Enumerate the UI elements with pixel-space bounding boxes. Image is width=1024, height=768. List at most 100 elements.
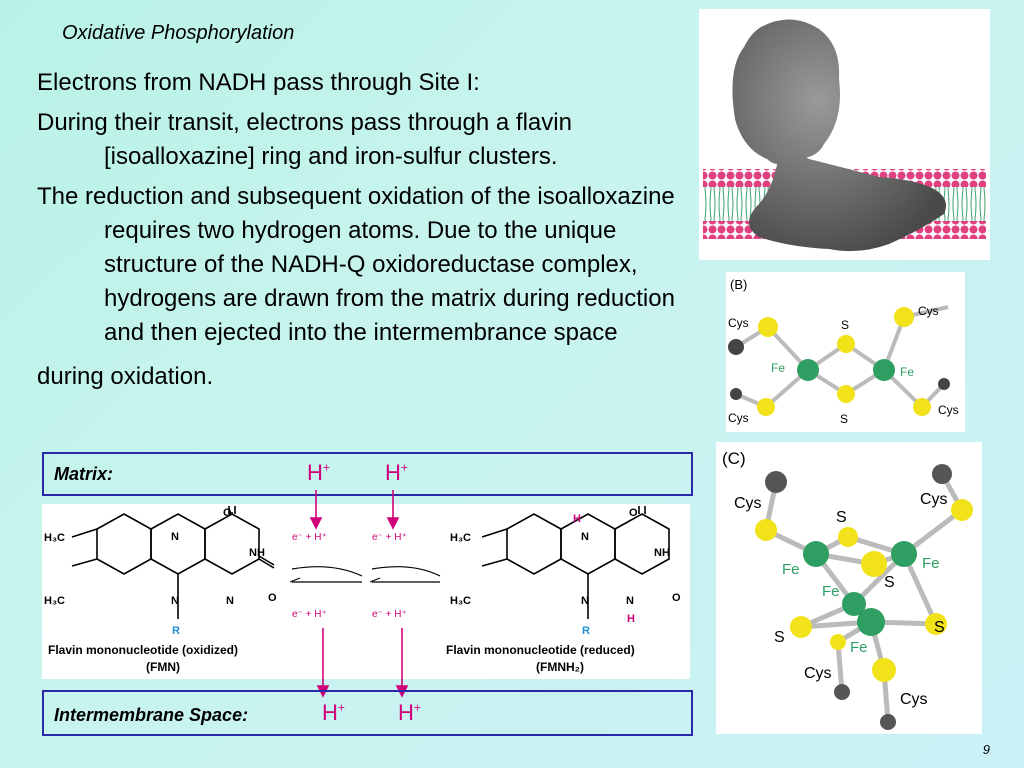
c-fe-atom-3 <box>842 592 866 616</box>
s-atom-2 <box>894 307 914 327</box>
fmnh2-h-bottom: H <box>627 613 635 625</box>
matrix-proton-1: H+ <box>307 460 330 485</box>
cys-label-4: Cys <box>938 403 959 417</box>
c-cys-cap-1 <box>765 471 787 493</box>
e-pair-top-2: e⁻ + H⁺ <box>372 532 407 543</box>
c-cys-label-3: Cys <box>804 665 832 682</box>
c-fe-label-3: Fe <box>822 583 840 600</box>
c-cys-cap-4 <box>880 714 896 730</box>
fmnh2-name-line1: Flavin mononucleotide (reduced) <box>446 643 635 657</box>
cluster-c-diagram: (C) Cys Cys Cys <box>722 449 973 730</box>
s-atom-1 <box>758 317 778 337</box>
page-number: 9 <box>982 742 990 757</box>
e-pair-bottom-1: e⁻ + H⁺ <box>292 609 327 620</box>
bullet-3-text: The reduction and subsequent oxidation o… <box>37 183 675 346</box>
c-cys-label-4: Cys <box>900 691 928 708</box>
c-s-atom-bottom <box>872 658 896 682</box>
fe-label-left: Fe <box>771 361 785 375</box>
cluster-b-diagram: (B) Cys Cys Cys Cys S S Fe <box>728 277 959 426</box>
slide-title: Oxidative Phosphorylation <box>62 22 295 44</box>
cys-cap-3 <box>730 388 742 400</box>
cys-label-2: Cys <box>918 304 939 318</box>
complex-i-blob <box>732 19 947 252</box>
c-cys-label-1: Cys <box>734 495 762 512</box>
c-s-atom-top <box>838 527 858 547</box>
c-s-atom-right <box>925 613 947 635</box>
intermembrane-box: Intermembrane Space: H+ H+ <box>42 690 693 736</box>
c-s-label-3: S <box>774 629 785 646</box>
fmn-name-line2: (FMN) <box>146 660 180 674</box>
fmnh2-h-top: H <box>573 513 581 525</box>
fmnh2-name-line2: (FMNH₂) <box>536 660 584 674</box>
fmn-o-top: O <box>223 507 232 519</box>
fmn-h3c-bottom: H₃C <box>44 595 65 607</box>
c-s-label-1: S <box>836 509 847 526</box>
ims-proton-1: H+ <box>322 700 345 725</box>
fmnh2-nh: NH <box>654 547 670 559</box>
ims-proton-2: H+ <box>398 700 421 725</box>
fmnh2-h3c-top: H₃C <box>450 532 471 544</box>
bullet-list: Electrons from NADH pass through Site I:… <box>37 66 687 400</box>
c-s-atom-lower <box>830 634 846 650</box>
fmnh2-n-2: N <box>626 595 634 607</box>
fe-atom-left <box>797 359 819 381</box>
c-s-atom-2 <box>951 499 973 521</box>
fmn-name-line1: Flavin mononucleotide (oxidized) <box>48 643 238 657</box>
bullet-3: The reduction and subsequent oxidation o… <box>37 180 704 394</box>
c-cys-label-2: Cys <box>920 491 948 508</box>
cluster-c-panel: (C) Cys Cys Cys <box>716 442 982 734</box>
cys-label-3: Cys <box>728 411 749 425</box>
fmnh2-n-1: N <box>581 531 589 543</box>
c-s-label-4: S <box>934 619 945 636</box>
fmn-r: R <box>172 625 180 637</box>
cluster-c-label: (C) <box>722 449 746 468</box>
cys-label-1: Cys <box>728 316 749 330</box>
cys-cap-4 <box>938 378 950 390</box>
bullet-2: During their transit, electrons pass thr… <box>37 109 572 170</box>
flavin-reaction-panel: H₃C H₃C N N N NH O O R Flavin mononucleo… <box>42 504 690 679</box>
matrix-label: Matrix: <box>54 464 114 484</box>
fe-label-right: Fe <box>900 365 914 379</box>
s-atom-3 <box>757 398 775 416</box>
s-bridge-bottom <box>837 385 855 403</box>
c-fe-atom-2 <box>891 541 917 567</box>
fmnh2-r: R <box>582 625 590 637</box>
fmnh2-h3c-bottom: H₃C <box>450 595 471 607</box>
c-s-atom-1 <box>755 519 777 541</box>
c-cys-cap-2 <box>932 464 952 484</box>
fmn-n-1: N <box>171 531 179 543</box>
c-s-label-2: S <box>884 574 895 591</box>
c-s-atom-left <box>790 616 812 638</box>
complex-i-image-panel <box>699 9 990 260</box>
fmn-n-3: N <box>171 595 179 607</box>
fmnh2-o-top: O <box>629 507 638 519</box>
c-s-atom-center <box>861 551 887 577</box>
c-fe-label-4: Fe <box>850 639 868 656</box>
matrix-proton-2: H+ <box>385 460 408 485</box>
flavin-reaction-diagram: H₃C H₃C N N N NH O O R Flavin mononucleo… <box>44 506 681 674</box>
bullet-3-end: during oxidation. <box>37 363 214 390</box>
c-cys-cap-3 <box>834 684 850 700</box>
complex-i-membrane-illustration <box>703 19 986 252</box>
cluster-b-panel: (B) Cys Cys Cys Cys S S Fe <box>726 272 965 432</box>
fmn-nh: NH <box>249 547 265 559</box>
e-pair-top-1: e⁻ + H⁺ <box>292 532 327 543</box>
fe-atom-right <box>873 359 895 381</box>
e-pair-bottom-2: e⁻ + H⁺ <box>372 609 407 620</box>
matrix-box: Matrix: H+ H+ <box>42 452 693 496</box>
fmn-h3c-top: H₃C <box>44 532 65 544</box>
c-fe-atom-4 <box>857 608 885 636</box>
s-label-top: S <box>841 318 849 332</box>
c-fe-label-2: Fe <box>922 555 940 572</box>
bullet-1: Electrons from NADH pass through Site I: <box>37 69 480 96</box>
s-bridge-top <box>837 335 855 353</box>
s-label-bottom: S <box>840 412 848 426</box>
fmnh2-n-3: N <box>581 595 589 607</box>
cluster-b-label: (B) <box>730 277 747 292</box>
s-atom-4 <box>913 398 931 416</box>
c-fe-atom-1 <box>803 541 829 567</box>
cys-cap-1 <box>728 339 744 355</box>
fmnh2-o-right: O <box>672 592 681 604</box>
fmn-o-right: O <box>268 592 277 604</box>
